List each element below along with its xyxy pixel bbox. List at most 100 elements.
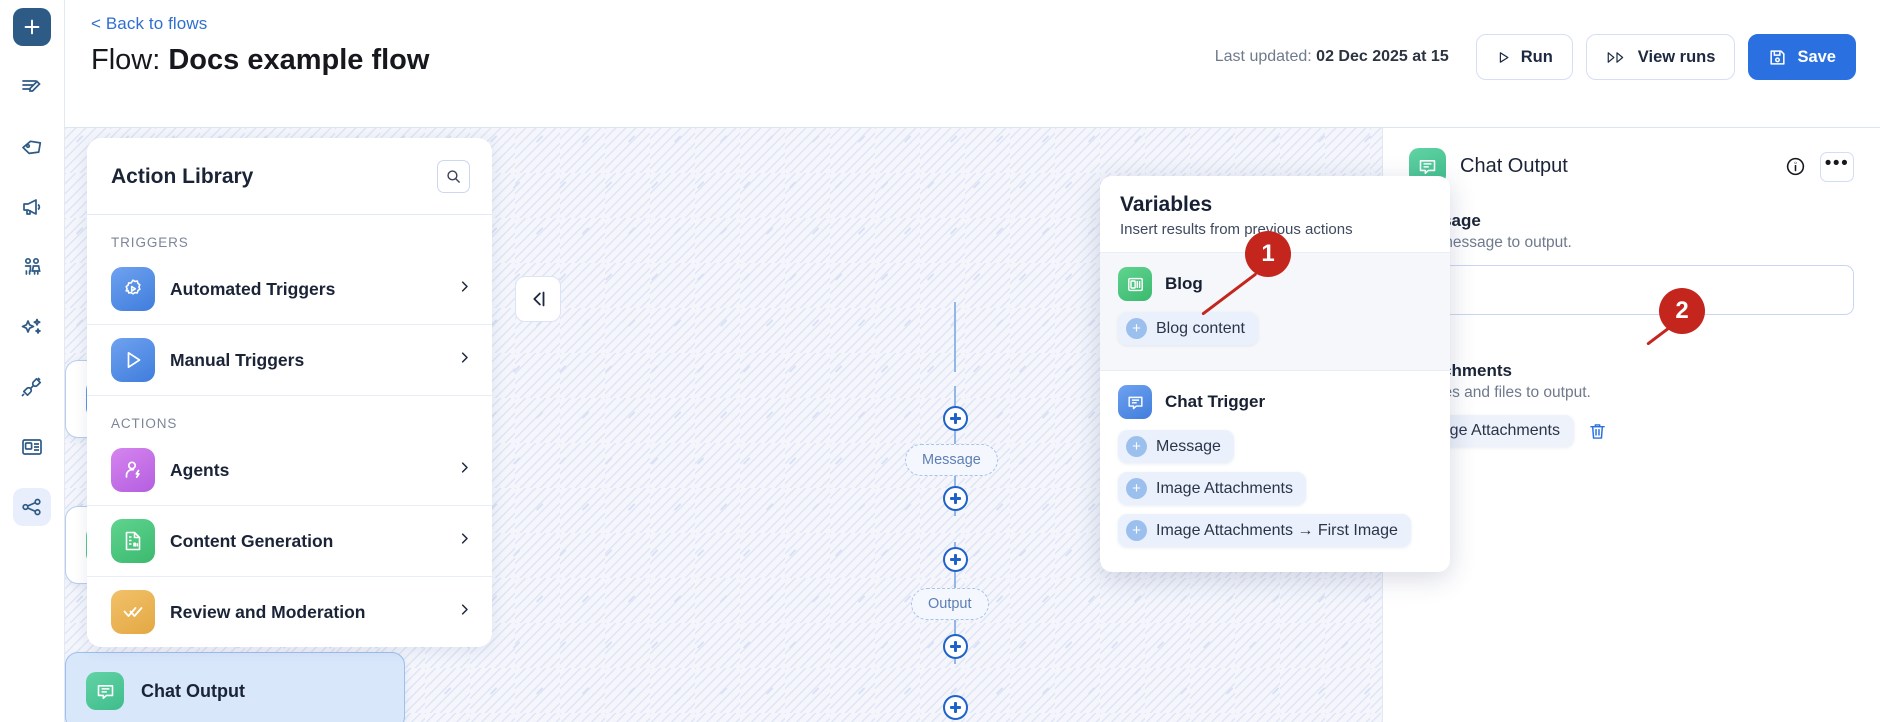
library-section-label-actions: ACTIONS — [111, 416, 178, 431]
attachments-field-description: Images and files to output. — [1409, 384, 1591, 401]
variable-chip-blog-content[interactable]: + Blog content — [1118, 312, 1258, 345]
page-title-value: Docs example flow — [168, 44, 430, 76]
page-header: < Back to flows Flow: Docs example flow … — [65, 0, 1880, 128]
flow-node-chat-output[interactable]: Chat Output — [65, 652, 405, 722]
back-to-flows-link[interactable]: < Back to flows — [91, 14, 208, 33]
library-section-label-triggers: TRIGGERS — [111, 235, 189, 250]
chevron-right-icon — [457, 350, 472, 370]
variables-group-label: Chat Trigger — [1165, 392, 1266, 411]
library-item-manual-triggers[interactable]: Manual Triggers — [87, 325, 492, 396]
save-button[interactable]: Save — [1748, 34, 1856, 80]
variables-group-header: Chat Trigger — [1118, 385, 1432, 419]
variable-chip-message[interactable]: + Message — [1118, 430, 1234, 463]
attachments-field-group: Attachments Images and files to output. … — [1409, 361, 1854, 447]
agent-person-icon — [111, 448, 155, 492]
plus-icon: + — [1126, 318, 1147, 339]
action-library-header: Action Library — [87, 138, 492, 215]
library-item-label: Agents — [170, 459, 230, 480]
chevron-right-icon — [457, 602, 472, 622]
message-field-label: Message — [1409, 211, 1854, 231]
variable-chip-image-attachments[interactable]: + Image Attachments — [1118, 472, 1306, 505]
header-actions: Last updated: 02 Dec 2025 at 15 Run View… — [1215, 14, 1856, 80]
add-step-button[interactable] — [943, 486, 968, 511]
search-icon[interactable] — [437, 160, 470, 193]
play-icon — [111, 338, 155, 382]
main-column: < Back to flows Flow: Docs example flow … — [65, 0, 1880, 722]
library-item-label: Automated Triggers — [170, 278, 336, 299]
annotation-marker-2: 2 — [1659, 288, 1705, 334]
megaphone-icon[interactable] — [13, 188, 51, 226]
fast-forward-icon — [1606, 50, 1628, 65]
attachments-value-row: Image Attachments — [1409, 415, 1854, 447]
connector-pill-output[interactable]: Output — [911, 588, 989, 620]
message-field-group: Message The message to output. — [1409, 211, 1854, 315]
variable-chip-list: + Message + Image Attachments + Image At… — [1118, 430, 1432, 556]
chat-icon — [86, 672, 124, 710]
flow-node-label: Chat Output — [141, 680, 245, 701]
variable-chip-label: Blog content — [1156, 319, 1245, 337]
variables-popup-title: Variables — [1120, 193, 1213, 216]
variables-group-label: Blog — [1165, 274, 1203, 293]
variable-chip-image-attachments-first-image[interactable]: + Image Attachments → First Image — [1118, 514, 1411, 547]
view-runs-button-label: View runs — [1637, 47, 1716, 66]
tag-icon[interactable] — [13, 128, 51, 166]
annotation-marker-1: 1 — [1245, 231, 1291, 277]
add-step-button[interactable] — [943, 695, 968, 720]
chevron-right-icon — [457, 279, 472, 299]
info-icon[interactable] — [1785, 156, 1806, 177]
library-item-agents[interactable]: Agents — [87, 435, 492, 506]
library-item-content-generation[interactable]: Content Generation — [87, 506, 492, 577]
action-library-panel: Action Library TRIGGERS Automated Trigge… — [87, 138, 492, 647]
page-title: Flow: Docs example flow — [91, 44, 429, 77]
add-step-button[interactable] — [943, 547, 968, 572]
action-library-title: Action Library — [111, 164, 254, 188]
connector-pill-message[interactable]: Message — [905, 444, 998, 476]
chat-icon — [1118, 385, 1152, 419]
variables-group-chat-trigger: Chat Trigger + Message + Image Attachmen… — [1100, 370, 1450, 572]
double-check-icon — [111, 590, 155, 634]
share-network-icon[interactable] — [13, 488, 51, 526]
gear-play-icon — [111, 267, 155, 311]
newspaper-icon — [1118, 267, 1152, 301]
message-input[interactable] — [1409, 265, 1854, 315]
node-settings-title: Chat Output — [1460, 155, 1568, 177]
plus-icon: + — [1126, 436, 1147, 457]
editor-body: Chat Trigger Blog Chat Output — [65, 128, 1880, 722]
trash-icon[interactable] — [1587, 421, 1608, 442]
add-step-button[interactable] — [943, 634, 968, 659]
run-button-label: Run — [1520, 47, 1553, 66]
chevron-right-icon — [457, 460, 472, 480]
field-spacer — [1409, 315, 1854, 361]
sparkles-icon[interactable] — [13, 308, 51, 346]
attachments-field-label: Attachments — [1409, 361, 1512, 380]
variable-chip-label: Image Attachments → First Image — [1156, 521, 1398, 539]
floppy-disk-icon — [1768, 48, 1787, 67]
view-runs-button[interactable]: View runs — [1585, 34, 1736, 80]
library-item-label: Review and Moderation — [170, 601, 366, 622]
library-item-automated-triggers[interactable]: Automated Triggers — [87, 254, 492, 325]
people-icon[interactable] — [13, 248, 51, 286]
plus-icon: + — [1126, 520, 1147, 541]
layout-icon[interactable] — [13, 428, 51, 466]
edit-document-icon[interactable] — [13, 68, 51, 106]
run-button[interactable]: Run — [1475, 34, 1573, 80]
library-item-review-and-moderation[interactable]: Review and Moderation — [87, 577, 492, 647]
connector-line — [954, 302, 957, 372]
plus-icon: + — [1126, 478, 1147, 499]
plug-connect-icon[interactable] — [13, 368, 51, 406]
add-step-button[interactable] — [943, 406, 968, 431]
add-icon[interactable] — [13, 8, 51, 46]
node-settings-header: Chat Output ••• — [1409, 148, 1854, 185]
chevron-right-icon — [457, 531, 472, 551]
more-options-icon[interactable]: ••• — [1820, 151, 1854, 182]
last-updated-text: Last updated: 02 Dec 2025 at 15 — [1215, 48, 1449, 66]
document-ai-icon — [111, 519, 155, 563]
node-settings-panel: Chat Output ••• Message The message to o… — [1382, 128, 1880, 722]
collapse-panel-icon[interactable] — [515, 276, 561, 322]
last-updated-value: 02 Dec 2025 at 15 — [1316, 48, 1449, 65]
variables-group-header: Blog — [1118, 267, 1432, 301]
last-updated-label: Last updated: — [1214, 48, 1312, 65]
left-icon-rail — [0, 0, 65, 722]
variables-popup-subtitle: Insert results from previous actions — [1120, 221, 1353, 238]
